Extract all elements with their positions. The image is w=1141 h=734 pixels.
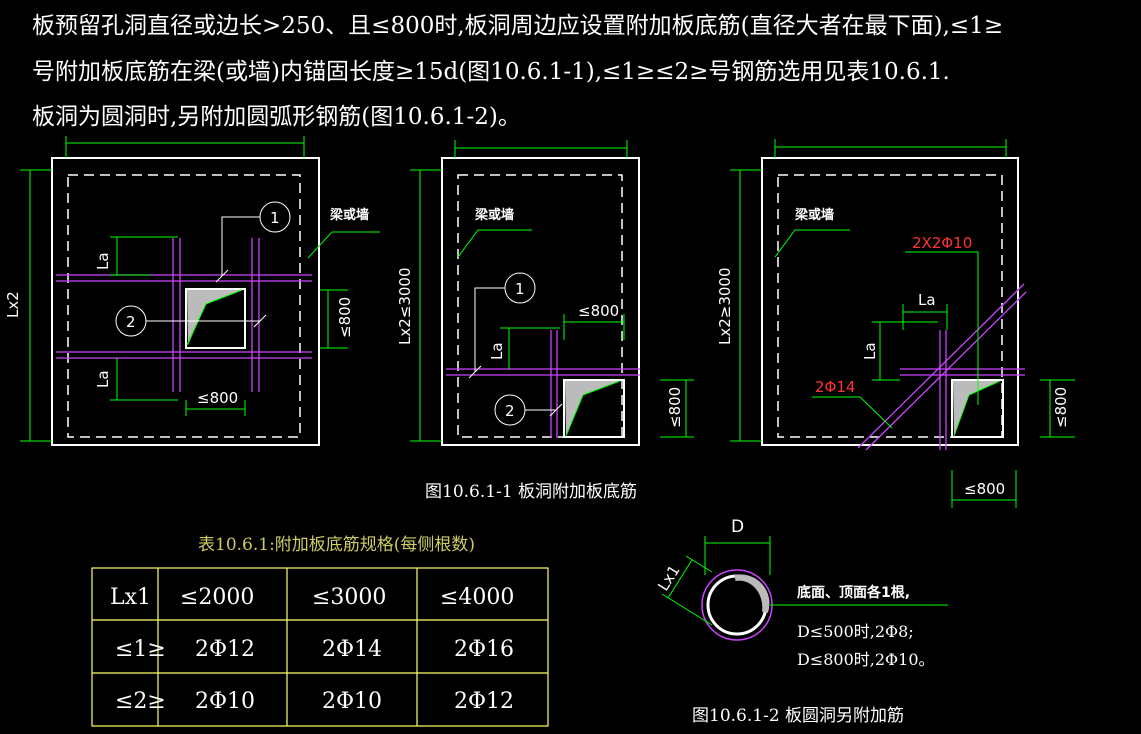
callout-2-a: 2 [126, 313, 136, 331]
figure-c: Lx2≥3000 La La 2X2Φ10 2Φ14 ≤800 [716, 139, 1075, 508]
circle-note-1: 底面、顶面各1根, [797, 584, 910, 601]
table-caption: 表10.6.1:附加板底筋规格(每侧根数) [198, 535, 475, 555]
le800-label-b1: ≤800 [578, 302, 619, 320]
hole-b [563, 379, 625, 438]
table-row2-c3: 2Φ12 [454, 689, 514, 714]
callout-1-a: 1 [270, 209, 280, 227]
fig2-caption: 图10.6.1-2 板圆洞另附加筋 [692, 706, 904, 726]
beam-label-c: 梁或墙 [794, 207, 834, 223]
circle-note-2: D≤500时,2Φ8; [797, 622, 914, 641]
beam-label-b: 梁或墙 [474, 207, 514, 223]
table-row2-c2: 2Φ10 [322, 689, 382, 714]
slab-outline-c [761, 157, 1019, 446]
le800-label-c2: ≤800 [964, 480, 1005, 498]
le800-label-a2: ≤800 [197, 389, 238, 407]
la-label-c2: La [918, 291, 936, 309]
hatch-c [953, 381, 1000, 436]
table-row1-c2: 2Φ14 [322, 637, 382, 662]
le800-label-c1: ≤800 [1052, 387, 1070, 428]
fig1-caption: 图10.6.1-1 板洞附加板底筋 [425, 482, 637, 502]
figure-b: Lx2≤3000 La ≤800 ≤800 1 2 [396, 140, 694, 446]
la-label-a1: La [94, 252, 112, 270]
figure-a: Lx2 La La ≤800 ≤800 1 [4, 136, 380, 446]
hatch-a [187, 290, 242, 345]
header-line-3: 板洞为圆洞时,另附加圆弧形钢筋(图10.6.1-2)。 [32, 104, 521, 130]
header-line-2: 号附加板底筋在梁(或墙)内锚固长度≥15d(图10.6.1-1),≤1≥≤2≥号… [32, 59, 950, 85]
la-label-a2: La [94, 370, 112, 388]
lx1-label: Lx1 [654, 562, 683, 594]
circular-hole-figure: D Lx1 底面、顶面各1根, D≤500时,2Φ8; D≤800时,2Φ10。 [654, 517, 948, 669]
table-header-4000: ≤4000 [440, 585, 514, 610]
table-header-lx1: Lx1 [110, 585, 151, 610]
rebar-label-2x2phi10: 2X2Φ10 [912, 234, 972, 252]
table-row2-c1: 2Φ10 [195, 689, 255, 714]
table-header-3000: ≤3000 [312, 585, 386, 610]
la-label-b: La [488, 342, 506, 360]
callout-1-b: 1 [515, 280, 525, 298]
table-row2-label: ≤2≥ [115, 689, 166, 714]
le800-label-b2: ≤800 [666, 387, 684, 428]
circle-note-3: D≤800时,2Φ10。 [797, 650, 935, 669]
table-row1-c1: 2Φ12 [195, 637, 255, 662]
hole-a [185, 288, 246, 349]
table-row1-label: ≤1≥ [115, 637, 166, 662]
header-line-1: 板预留孔洞直径或边长>250、且≤800时,板洞周边应设置附加板底筋(直径大者在… [32, 13, 1004, 39]
lx2-ge3000-label: Lx2≥3000 [716, 267, 734, 345]
le800-label-a1: ≤800 [336, 297, 354, 338]
rebar-label-2phi14: 2Φ14 [815, 378, 855, 396]
beam-line-a [67, 174, 301, 438]
slab-outline-b [441, 157, 640, 446]
table-row1-c3: 2Φ16 [454, 637, 514, 662]
lx2-label-a: Lx2 [4, 291, 22, 318]
beam-line-b [457, 174, 623, 438]
table-header-2000: ≤2000 [180, 585, 254, 610]
slab-outline-a [51, 157, 320, 446]
beam-label-a: 梁或墙 [329, 207, 369, 223]
hatch-b [565, 381, 620, 436]
callout-2-b: 2 [505, 402, 515, 420]
rebar-table: 表10.6.1:附加板底筋规格(每侧根数) Lx1 ≤2000 ≤3000 ≤4… [91, 535, 549, 727]
la-label-c1: La [861, 342, 879, 360]
lx2-le3000-label: Lx2≤3000 [396, 267, 414, 345]
d-label: D [731, 517, 744, 537]
